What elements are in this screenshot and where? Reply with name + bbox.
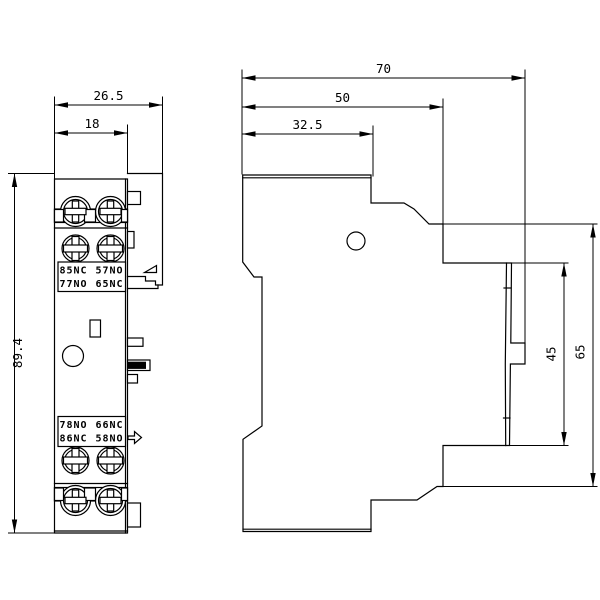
- mounting-hole-side: [346, 231, 366, 251]
- side-tab-mid1: [126, 337, 144, 347]
- terminal-label: 77NO: [60, 279, 88, 290]
- side-tab-top: [126, 190, 142, 206]
- terminal-row-4: [53, 484, 129, 517]
- terminal-label: 65NC: [96, 279, 124, 290]
- side-tab-bottom: [126, 502, 142, 528]
- terminal-label: 66NC: [96, 420, 124, 431]
- dim-label-inner-height: 45: [544, 346, 559, 361]
- side-view-body: [242, 174, 526, 533]
- latch-triangle: [142, 264, 158, 274]
- side-bolt-fill: [127, 361, 146, 369]
- side-view-dimension-lines: [241, 77, 594, 487]
- terminal-label-box-bottom: [57, 415, 127, 448]
- dim-label-width-body: 18: [84, 116, 99, 131]
- dim-label-width-total: 26.5: [93, 88, 123, 103]
- terminal-label-box-top: [57, 261, 127, 293]
- side-profile-outline: [242, 174, 526, 533]
- front-view: 26.5 18 89.4: [8, 88, 164, 534]
- side-tab-mid2: [126, 373, 139, 384]
- release-arrow-icon: [127, 430, 143, 445]
- front-view-dimension-arrows: [11, 102, 163, 533]
- dim-label-outer-height: 65: [573, 344, 588, 359]
- mounting-hole-front: [61, 344, 85, 368]
- dim-label-height: 89.4: [10, 338, 25, 368]
- front-view-dimension-lines: [14, 104, 163, 534]
- terminal-label: 85NC: [60, 266, 88, 277]
- side-tab-upper: [126, 230, 135, 249]
- terminal-row-2: [61, 234, 125, 263]
- dim-label-depth-total: 70: [376, 61, 391, 76]
- terminal-label: 86NC: [60, 434, 88, 445]
- coupling-housing: [126, 172, 164, 286]
- dim-label-depth-top: 32.5: [292, 117, 322, 132]
- terminal-label: 78NO: [60, 420, 88, 431]
- side-view-extension-lines: [241, 69, 598, 487]
- terminal-row-3: [61, 446, 125, 475]
- terminal-label: 57NO: [96, 266, 124, 277]
- side-view-dimension-arrows: [242, 75, 596, 487]
- mid-slot: [89, 319, 102, 338]
- terminal-label: 58NO: [96, 434, 124, 445]
- dim-label-depth-upper: 50: [335, 90, 350, 105]
- terminal-row-1: [53, 195, 129, 228]
- side-view: 70 50 32.5 45 65: [241, 61, 598, 533]
- front-view-body: 85NC 57NO 77NO 65NC 78NO 66NC 86NC 58NO: [53, 172, 164, 534]
